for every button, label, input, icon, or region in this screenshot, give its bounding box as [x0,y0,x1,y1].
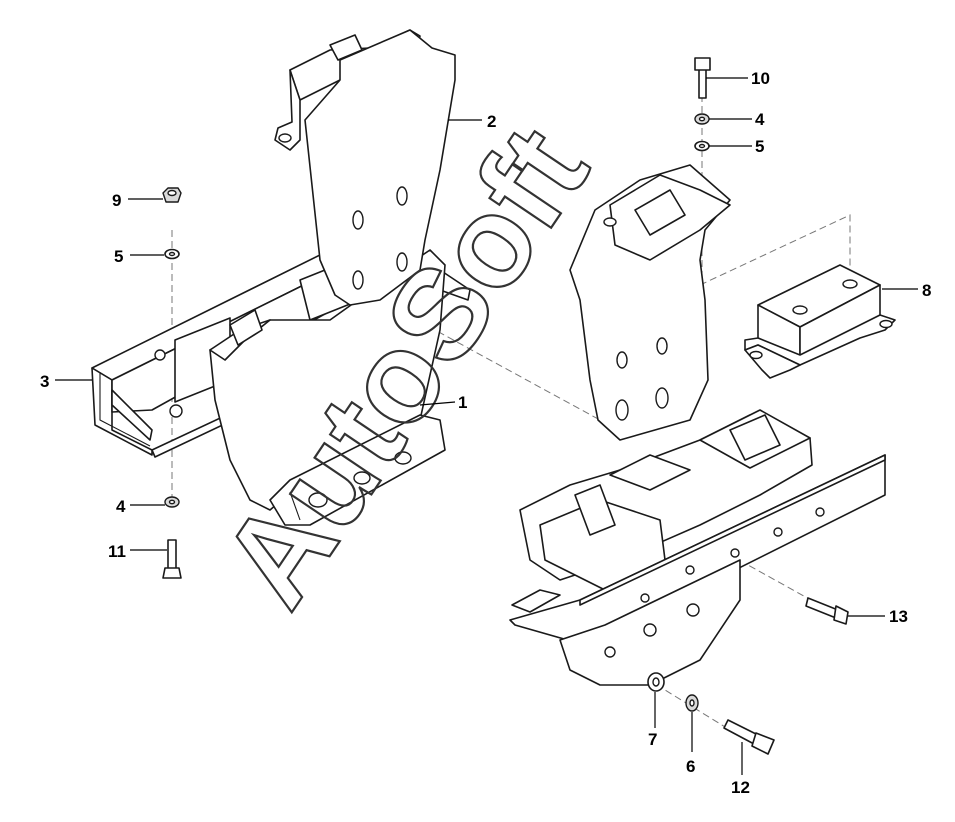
callout-5-right: 5 [755,137,764,156]
part-8-block [744,264,896,379]
callout-13: 13 [889,607,908,626]
right-upper-bracket [569,164,731,441]
callout-4-right: 4 [755,110,765,129]
callout-5-left: 5 [114,247,123,266]
bolt-10 [698,67,707,99]
callout-9: 9 [112,191,121,210]
callout-labels: 1 2 3 4 4 5 5 6 7 8 9 10 11 12 13 [40,69,931,797]
right-rail-assembly [509,409,886,686]
callout-10: 10 [751,69,770,88]
callout-8: 8 [922,281,931,300]
part-1-main-bracket [209,249,446,526]
callout-11: 11 [108,542,126,561]
callout-12: 12 [731,778,750,797]
hardware [162,57,849,755]
leader-lines [55,77,918,775]
callout-6: 6 [686,757,695,776]
callout-3: 3 [40,372,49,391]
part-2-upper-plate [274,29,456,306]
callout-2: 2 [487,112,496,131]
bolt-11 [167,539,177,571]
bolt-13 [805,597,839,619]
callout-4-left: 4 [116,497,126,516]
callout-7: 7 [648,730,657,749]
callout-1: 1 [458,393,467,412]
